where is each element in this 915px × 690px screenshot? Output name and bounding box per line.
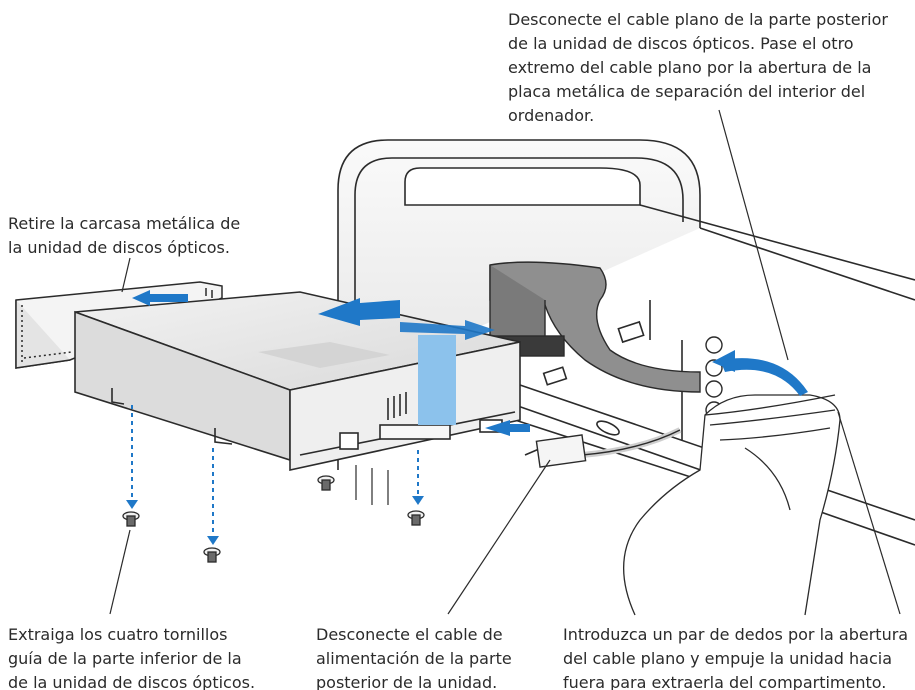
motion-arrows [132, 290, 808, 436]
leader-bottom-left [109, 529, 131, 615]
callout-line: de la unidad de discos ópticos. [8, 673, 256, 690]
callout-line: de la unidad de discos ópticos. Pase el … [508, 34, 854, 53]
callout-line: del cable plano y empuje la unidad hacia [563, 649, 892, 668]
callout-line: Introduzca un par de dedos por la abertu… [563, 625, 909, 644]
screw-1 [122, 511, 140, 527]
leader-bottom-right [837, 411, 901, 615]
callout-line: fuera para extraerla del compartimento. [563, 673, 887, 690]
callout-metal-cover: Retire la carcasa metálica de la unidad … [8, 212, 240, 260]
callout-ribbon-cable: Desconecte el cable plano de la parte po… [508, 8, 888, 128]
screw-3 [317, 475, 335, 491]
callout-line: guía de la parte inferior de la [8, 649, 242, 668]
callout-line: alimentación de la parte [316, 649, 512, 668]
callout-line: placa metálica de separación del interio… [508, 82, 866, 101]
arrow-curve [720, 358, 808, 396]
callout-line: la unidad de discos ópticos. [8, 238, 230, 257]
arrow-ribbon-vertical [418, 335, 456, 425]
callout-line: Desconecte el cable plano de la parte po… [508, 10, 888, 29]
arrow-ribbon-pull [400, 320, 495, 340]
power-cable [535, 427, 682, 468]
power-connector [535, 434, 587, 468]
callout-line: Retire la carcasa metálica de [8, 214, 241, 233]
screws [122, 405, 425, 563]
leader-lines [109, 109, 901, 615]
callout-line: ordenador. [508, 106, 595, 125]
callout-line: Extraiga los cuatro tornillos [8, 625, 228, 644]
callout-line: Desconecte el cable de [316, 625, 503, 644]
arrow-power-pull [485, 420, 530, 436]
screw-4 [407, 510, 425, 526]
leader-left [121, 257, 131, 293]
callout-power-cable: Desconecte el cable de alimentación de l… [316, 623, 512, 690]
callout-screws: Extraiga los cuatro tornillos guía de la… [8, 623, 255, 690]
screw-2 [203, 547, 221, 563]
hand-illustration [622, 394, 841, 616]
callout-push-drive: Introduzca un par de dedos por la abertu… [563, 623, 908, 690]
drive-connector-ide [379, 424, 451, 440]
callout-line: extremo del cable plano por la abertura … [508, 58, 872, 77]
leader-top [718, 109, 789, 361]
drive-connector-audio [339, 432, 359, 450]
callout-line: posterior de la unidad. [316, 673, 498, 690]
handle-opening [404, 167, 641, 206]
arrow-slide-drive [318, 298, 400, 326]
arrow-remove-cover [132, 290, 188, 306]
leader-bottom-middle [447, 459, 551, 615]
